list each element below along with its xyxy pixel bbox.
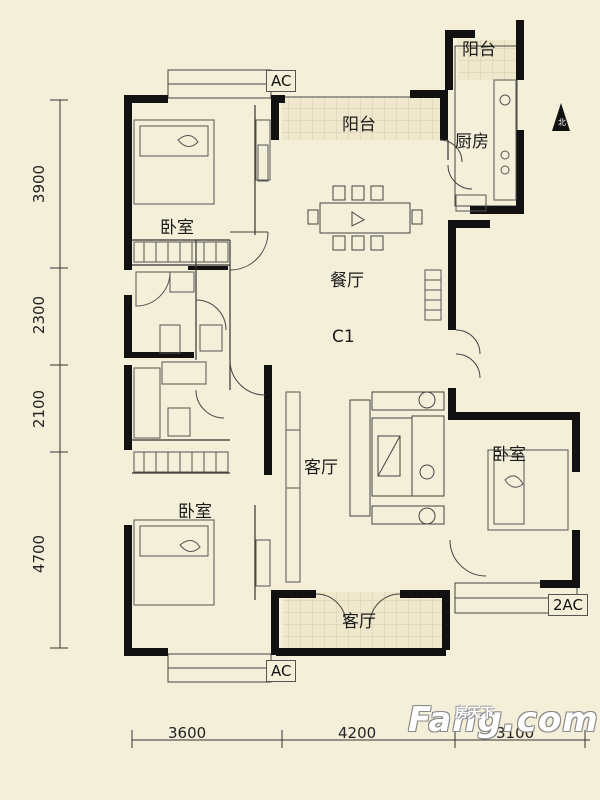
dimension-bottom-3: 3100 [496, 724, 535, 742]
dimension-lines [50, 99, 590, 748]
dining-table [307, 185, 423, 251]
door-swings [195, 139, 487, 625]
walls [124, 20, 580, 656]
room-label-bedroom-top-left: 卧室 [160, 218, 194, 238]
closets [133, 241, 442, 473]
tiled-floors [282, 40, 520, 648]
north-arrow-icon [552, 103, 570, 131]
ac-label-bottom: AC [266, 660, 297, 682]
dimension-bottom-1: 3600 [168, 724, 207, 742]
room-label-bedroom-bottom-left: 卧室 [178, 502, 212, 522]
bed-right [487, 449, 569, 531]
room-label-balcony: 阳台 [342, 115, 376, 135]
room-label-c1: C1 [332, 327, 355, 347]
bed-top-left [133, 119, 215, 205]
bathroom-fixtures [133, 271, 223, 439]
room-label-bedroom-right: 卧室 [492, 445, 526, 465]
room-label-dining: 餐厅 [330, 271, 364, 291]
watermark-chinese: 房天下 [455, 706, 495, 721]
cabinets [255, 119, 301, 587]
room-label-kitchen: 厨房 [455, 132, 489, 152]
kitchen-counters [455, 79, 517, 212]
ac-label-top: AC [266, 70, 297, 92]
room-label-living: 客厅 [304, 458, 338, 478]
compass-label: 北 [558, 118, 566, 127]
bed-bottom-left [133, 519, 215, 606]
watermark-logo: Fang.com [408, 700, 599, 740]
dimension-left-2: 2300 [30, 295, 49, 335]
room-label-living-bottom: 客厅 [342, 612, 376, 632]
dimension-left-4: 4700 [30, 534, 49, 574]
dimension-left-1: 3900 [30, 164, 49, 204]
room-label-balcony-small: 阳台 [462, 40, 496, 60]
dimension-left-3: 2100 [30, 389, 49, 429]
sofa-set [349, 391, 445, 525]
dimension-bottom-2: 4200 [338, 724, 377, 742]
ac-label-right: 2AC [548, 594, 589, 616]
